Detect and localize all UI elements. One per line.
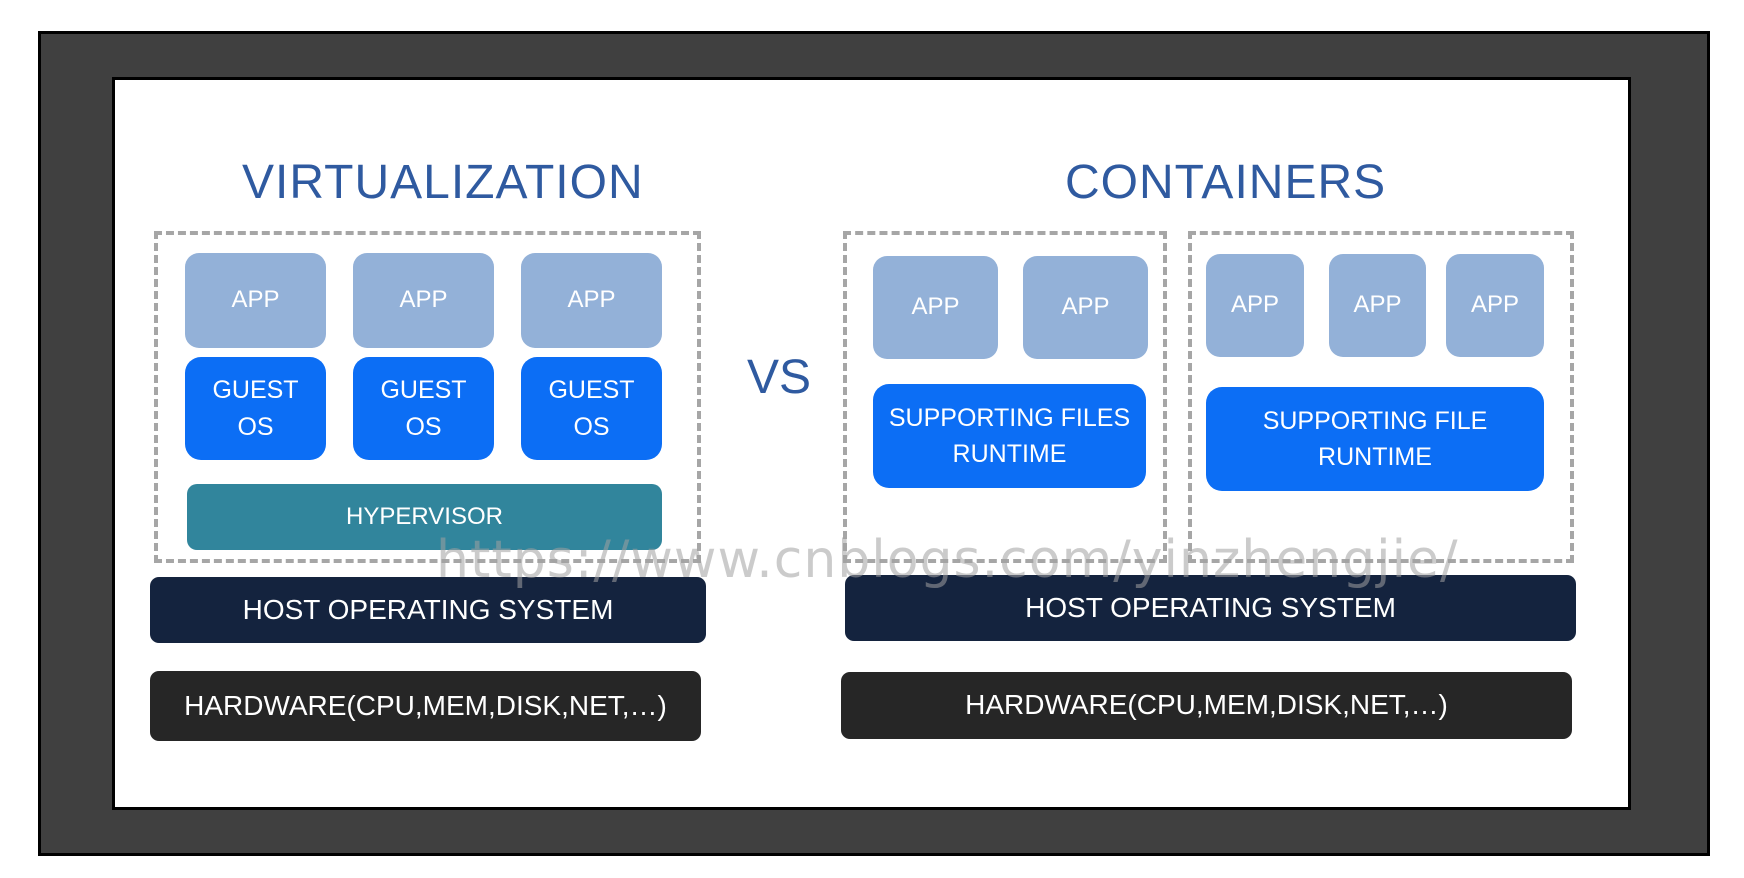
guest-os-label: GUEST [212,376,299,405]
supporting-files-runtime-2: SUPPORTING FILE RUNTIME [1206,387,1544,491]
guest-os-label: OS [237,412,274,441]
container-group-2-boundary [1188,231,1574,563]
container-app-2: APP [1023,256,1148,359]
guest-os-label: GUEST [380,376,467,405]
vm-app-3: APP [521,253,662,348]
supporting-files-runtime-1: SUPPORTING FILES RUNTIME [873,384,1146,488]
guest-os-label: OS [405,412,442,441]
guest-os-label: GUEST [548,376,635,405]
container-hardware: HARDWARE(CPU,MEM,DISK,NET,…) [841,672,1572,739]
guest-os-label: OS [573,412,610,441]
containers-title: CONTAINERS [1065,156,1387,209]
support-label: RUNTIME [952,440,1067,468]
virtualization-title: VIRTUALIZATION [242,156,644,209]
watermark: https://www.cnblogs.com/yinzhengjie/ [436,530,1459,590]
container-app-4: APP [1329,254,1426,357]
container-group-1-boundary [843,231,1167,563]
container-app-5: APP [1446,254,1544,357]
hypervisor: HYPERVISOR [187,484,662,550]
container-app-1: APP [873,256,998,359]
vm-host-os: HOST OPERATING SYSTEM [150,577,706,643]
virtualization-boundary [154,231,701,563]
container-app-3: APP [1206,254,1304,357]
support-label: RUNTIME [1318,443,1432,471]
vm-app-2: APP [353,253,494,348]
vm-hardware: HARDWARE(CPU,MEM,DISK,NET,…) [150,671,701,741]
support-label: SUPPORTING FILES [888,403,1131,432]
guest-os-1: GUEST OS [185,357,326,460]
guest-os-3: GUEST OS [521,357,662,460]
guest-os-2: GUEST OS [353,357,494,460]
container-host-os: HOST OPERATING SYSTEM [845,575,1576,641]
vm-app-1: APP [185,253,326,348]
vs-label: VS [747,351,812,404]
support-label: SUPPORTING FILE [1262,406,1488,435]
